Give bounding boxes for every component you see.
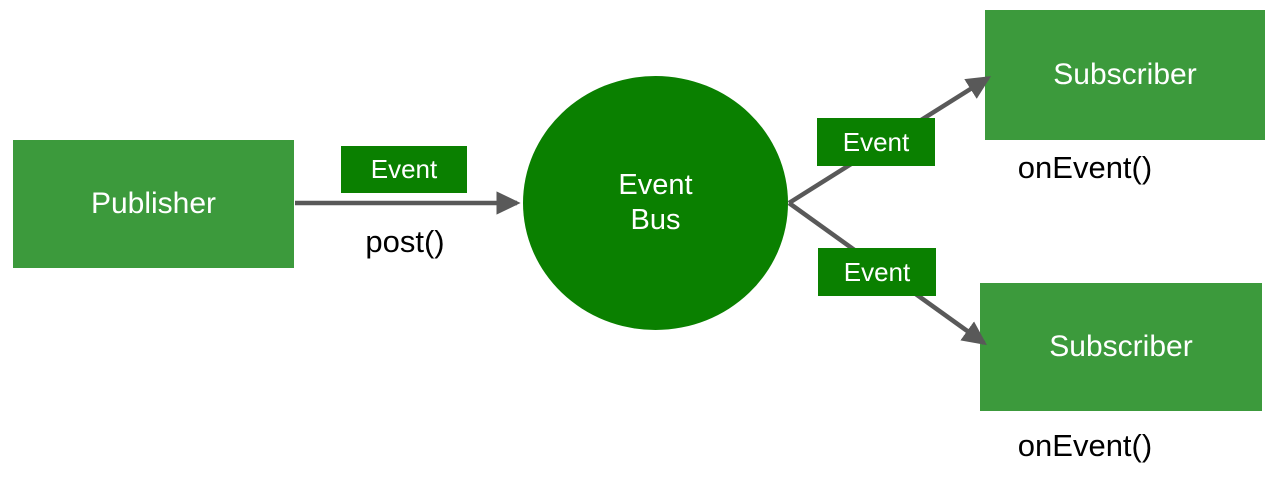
caption-on-event-top: onEvent() (1017, 150, 1153, 185)
edge-tag-deliver-bottom-label: Event (843, 256, 911, 287)
node-subscriber-top[interactable]: Subscriber (985, 10, 1265, 140)
edge-tag-deliver-top: Event (817, 118, 935, 166)
edge-tag-publish: Event (341, 146, 467, 193)
node-subscriber-top-label: Subscriber (1053, 57, 1197, 91)
caption-post: post() (365, 224, 445, 259)
node-subscriber-bottom-label: Subscriber (1049, 329, 1193, 363)
node-publisher[interactable]: Publisher (13, 140, 294, 268)
edge-tag-deliver-bottom: Event (818, 248, 936, 296)
node-publisher-label: Publisher (90, 186, 217, 220)
node-event-bus-label-line1: Event (618, 168, 693, 201)
node-subscriber-bottom[interactable]: Subscriber (980, 283, 1262, 411)
caption-on-event-bottom: onEvent() (1017, 428, 1153, 463)
node-event-bus-label-line2: Bus (630, 204, 681, 236)
edge-tag-deliver-top-label: Event (842, 126, 910, 157)
node-event-bus[interactable]: Event Bus (523, 76, 788, 330)
edge-tag-publish-label: Event (370, 154, 438, 184)
